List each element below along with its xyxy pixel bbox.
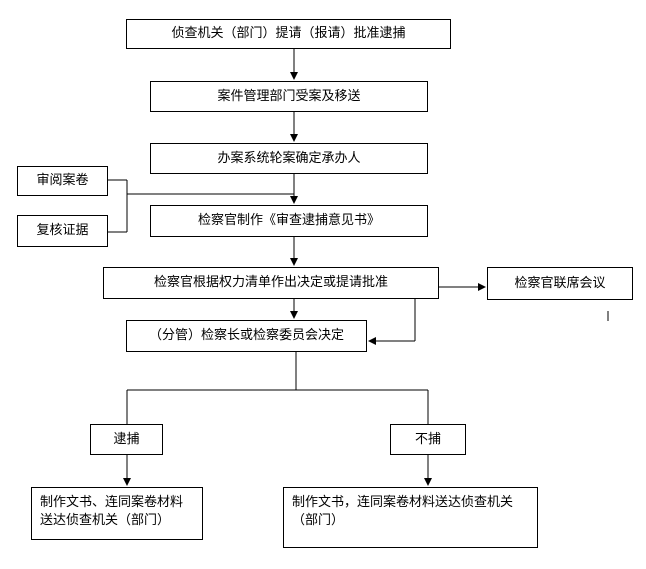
step-assign-handler: 办案系统轮案确定承办人	[150, 143, 428, 174]
result-no-arrest: 制作文书，连同案卷材料送达侦查机关（部门）	[283, 487, 538, 548]
step-case-management: 案件管理部门受案及移送	[150, 81, 428, 112]
step-chief-decision: （分管）检察长或检察委员会决定	[126, 320, 367, 352]
step-prosecutor-decision: 检察官根据权力清单作出决定或提请批准	[103, 267, 439, 299]
side-review-file: 审阅案卷	[17, 166, 108, 196]
side-recheck-evidence: 复核证据	[17, 215, 108, 247]
step-draft-opinion: 检察官制作《审查逮捕意见书》	[150, 205, 428, 237]
branch-no-arrest: 不捕	[390, 424, 466, 455]
side-joint-meeting: 检察官联席会议	[487, 267, 633, 300]
branch-arrest: 逮捕	[90, 424, 163, 455]
step-submit-request: 侦查机关（部门）提请（报请）批准逮捕	[126, 19, 451, 49]
result-arrest: 制作文书、连同案卷材料送达侦查机关（部门）	[31, 487, 203, 540]
